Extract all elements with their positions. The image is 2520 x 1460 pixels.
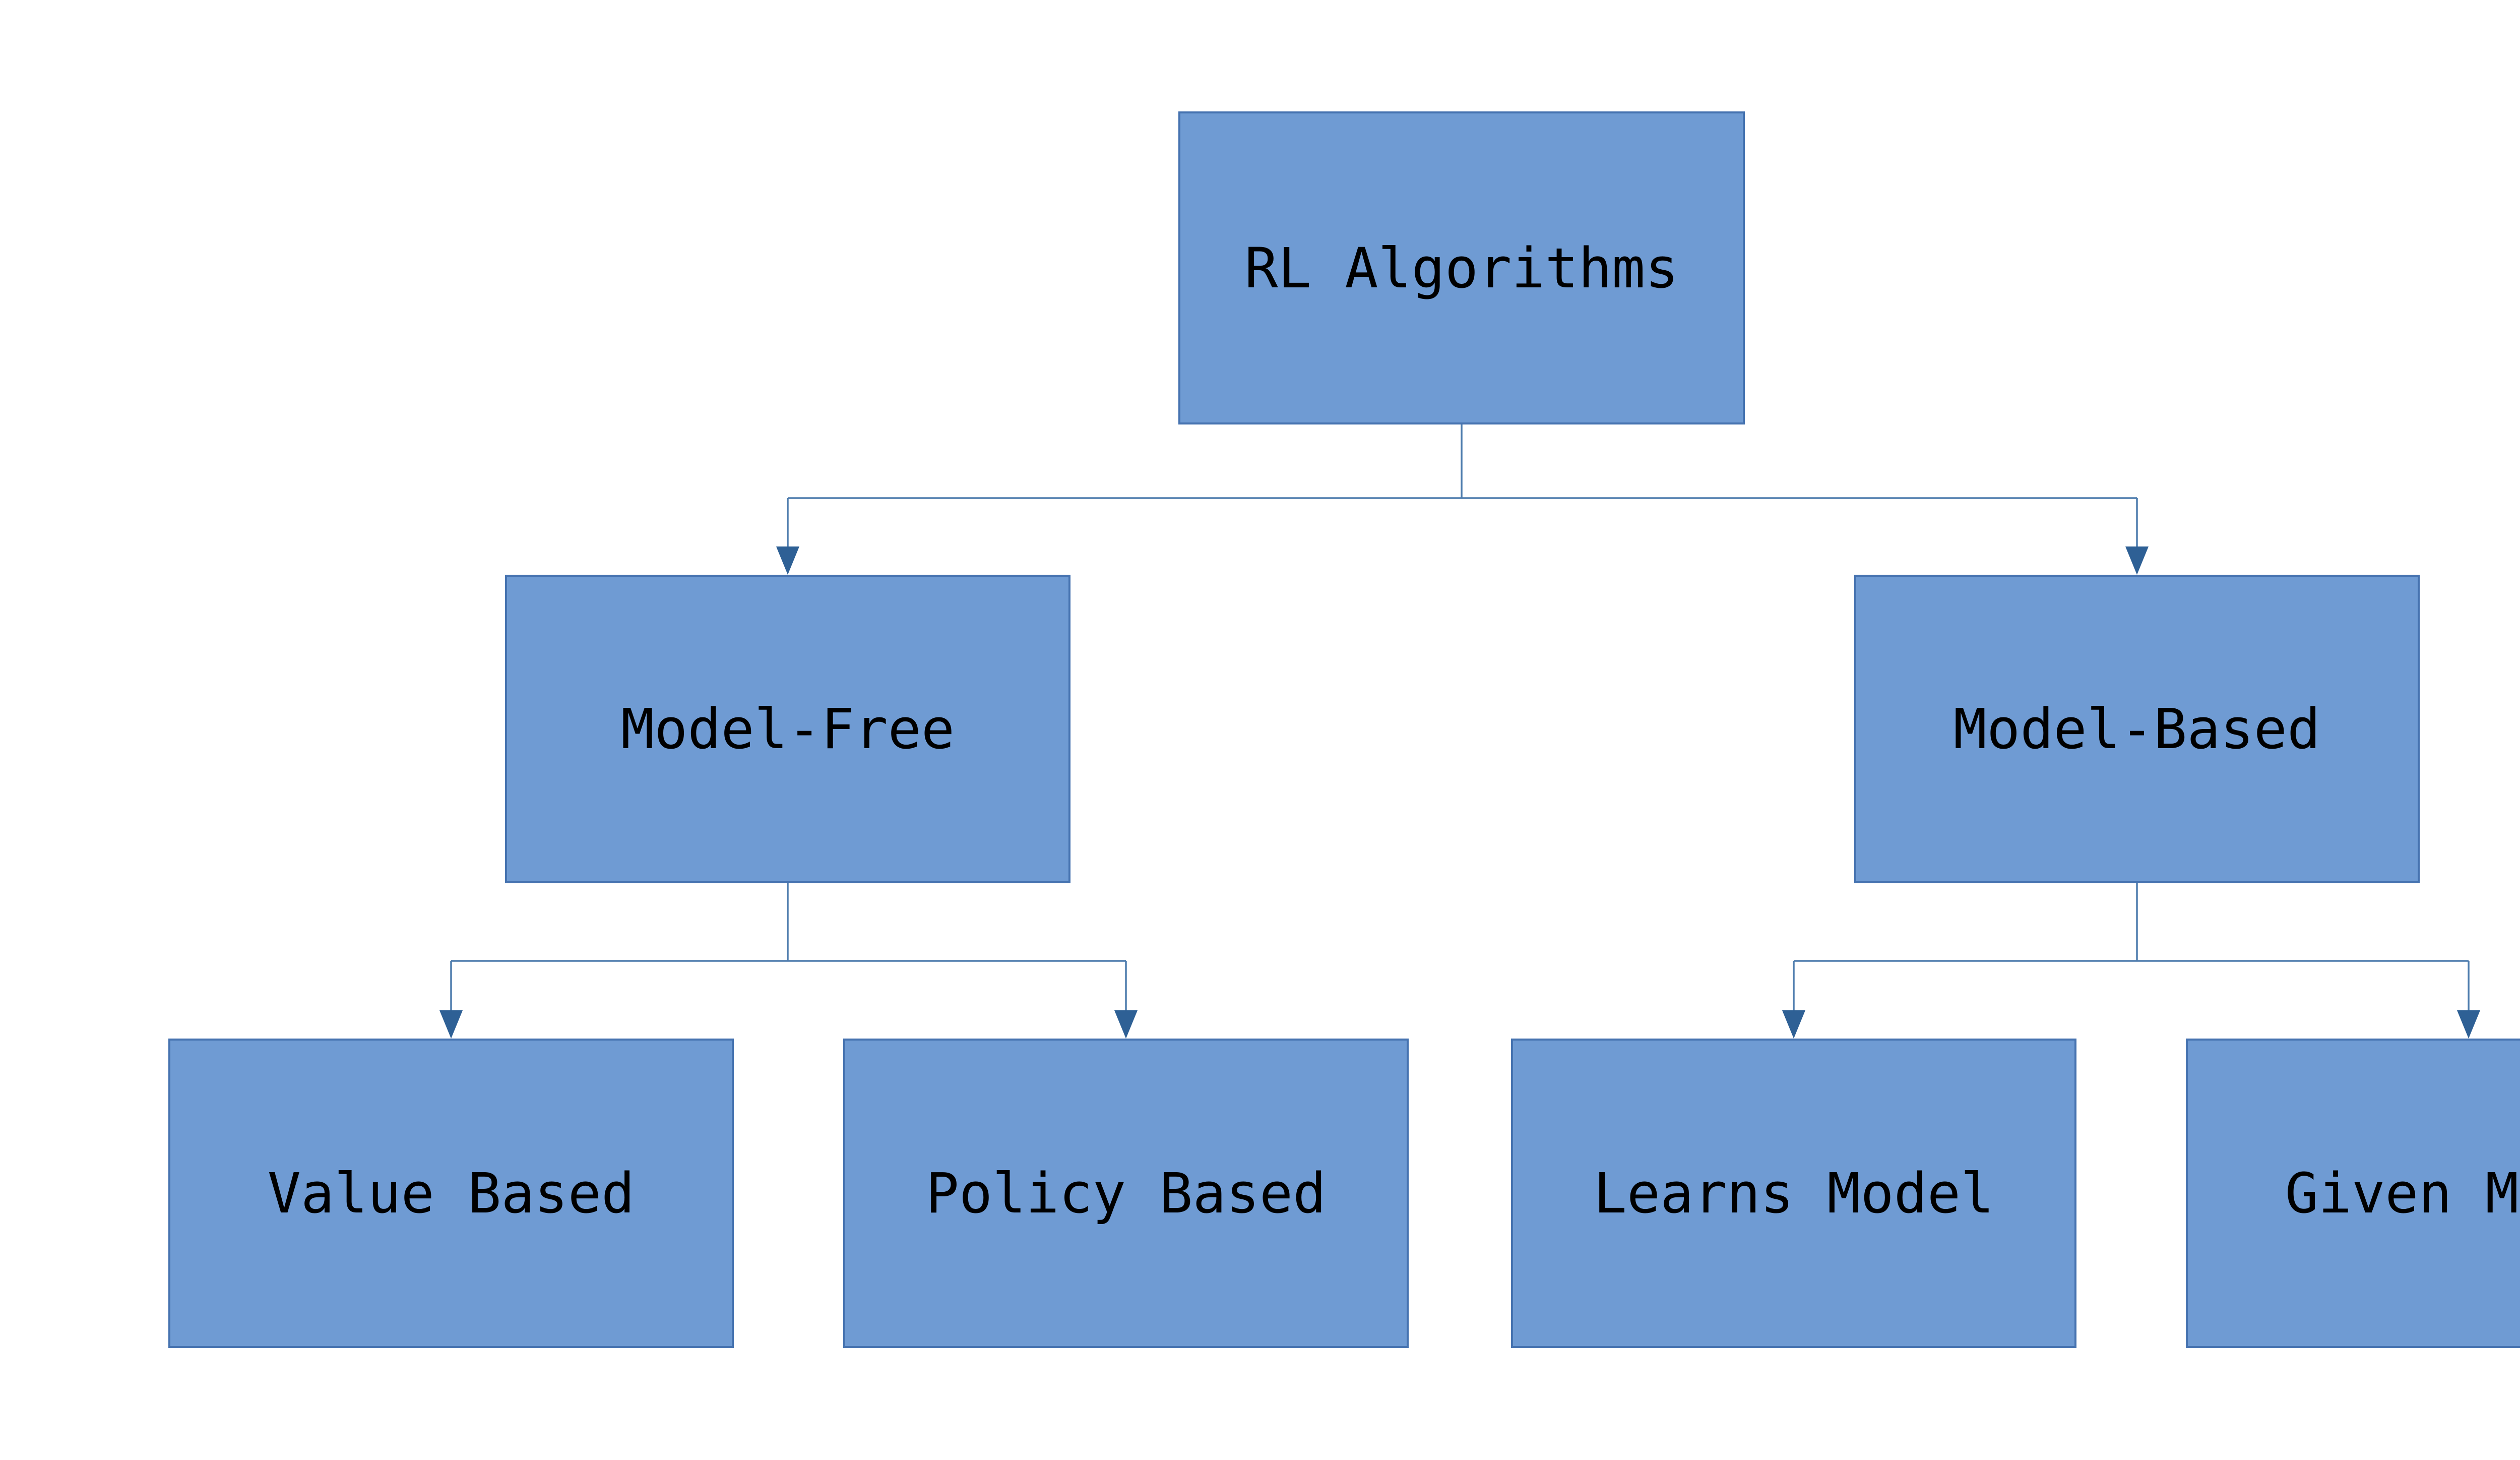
node-label: Given Model [2285, 1161, 2520, 1226]
node-label: Model-Free [620, 697, 955, 761]
node-label: Value Based [267, 1161, 635, 1226]
node-model-free: Model-Free [505, 575, 1070, 883]
node-rl-algorithms: RL Algorithms [1178, 111, 1745, 424]
arrow-down-model-free-icon [776, 546, 799, 575]
edge-root-to-level1 [776, 424, 2149, 575]
node-policy-based: Policy Based [843, 1039, 1409, 1348]
arrow-down-model-based-icon [2125, 546, 2149, 575]
node-given-model: Given Model [2186, 1039, 2520, 1348]
arrow-down-value-based-icon [439, 1010, 463, 1039]
node-label: Policy Based [925, 1161, 1327, 1226]
node-model-based: Model-Based [1854, 575, 2420, 883]
node-label: RL Algorithms [1244, 235, 1679, 300]
arrow-down-learns-model-icon [1782, 1010, 1805, 1039]
node-learns-model: Learns Model [1511, 1039, 2076, 1348]
node-label: Model-Based [1953, 697, 2321, 761]
node-label: Learns Model [1593, 1161, 1994, 1226]
node-value-based: Value Based [168, 1039, 734, 1348]
arrow-down-given-model-icon [2457, 1010, 2480, 1039]
arrow-down-policy-based-icon [1114, 1010, 1138, 1039]
edge-model-free-to-children [439, 883, 1138, 1039]
edge-model-based-to-children [1782, 883, 2480, 1039]
